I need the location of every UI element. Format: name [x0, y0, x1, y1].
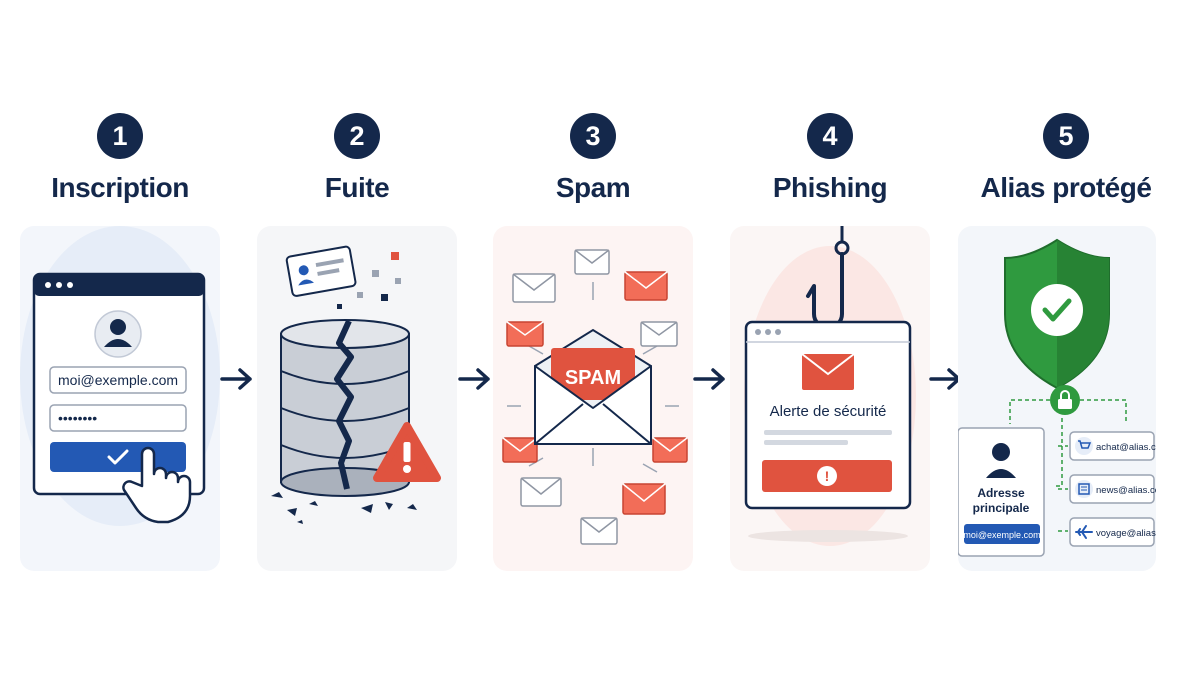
- step-number-badge: 1: [97, 113, 143, 159]
- step-inscription: 1 Inscription moi@exemple.com ••••••••: [20, 0, 220, 675]
- step-panel: SPAM: [493, 226, 693, 571]
- alias-item-voyage[interactable]: voyage@alias.com: [1069, 517, 1156, 547]
- alias-email: news@alias.com: [1096, 485, 1156, 496]
- alert-title: Alerte de sécurité: [770, 403, 887, 420]
- cart-icon: [1075, 437, 1093, 455]
- step-panel: moi@exemple.com ••••••••: [20, 226, 220, 571]
- step-title: Alias protégé: [980, 172, 1152, 203]
- step-fuite: 2 Fuite: [257, 0, 457, 675]
- user-avatar-icon: [94, 310, 142, 358]
- step-panel: Alerte de sécurité !: [730, 226, 930, 571]
- step-panel: [257, 226, 457, 571]
- step-alias-protege: 5 Alias protégé Adresse principale: [958, 0, 1166, 675]
- step-title: Inscription: [51, 172, 189, 203]
- spam-label: SPAM: [565, 367, 621, 389]
- alias-item-achat[interactable]: achat@alias.com: [1069, 431, 1156, 461]
- lock-icon: [1058, 390, 1072, 409]
- alias-email: achat@alias.com: [1096, 442, 1156, 453]
- arrow-right-icon: [458, 368, 490, 390]
- airplane-icon: [1075, 525, 1093, 539]
- signup-illustration: moi@exemple.com ••••••••: [20, 226, 220, 526]
- step-number-badge: 2: [334, 113, 380, 159]
- email-field[interactable]: [49, 366, 187, 394]
- step-number-badge: 4: [807, 113, 853, 159]
- warning-mark: !: [825, 468, 830, 484]
- email-icon: [801, 353, 855, 390]
- check-icon: [107, 449, 129, 465]
- submit-button[interactable]: [50, 442, 186, 472]
- id-card-icon: [285, 245, 357, 297]
- user-icon: [992, 443, 1010, 461]
- arrow-right-icon: [693, 368, 725, 390]
- password-field[interactable]: [49, 404, 187, 432]
- leak-illustration: [271, 245, 441, 524]
- pointer-hand-icon: [122, 446, 192, 524]
- step-title: Phishing: [772, 172, 888, 203]
- alias-email: voyage@alias.com: [1096, 528, 1156, 539]
- email-field-value: moi@exemple.com: [58, 372, 178, 388]
- email-icon: [502, 249, 688, 545]
- main-email: moi@exemple.com: [963, 530, 1040, 540]
- step-phishing: 4 Phishing Alerte de sécurité: [730, 0, 930, 675]
- step-number-badge: 5: [1043, 113, 1089, 159]
- step-title: Fuite: [324, 172, 390, 203]
- open-envelope-icon: SPAM: [534, 328, 652, 445]
- main-address-label-line2: principale: [973, 501, 1030, 515]
- step-spam: 3 Spam SPAM: [493, 0, 693, 675]
- alias-illustration: Adresse principale moi@exemple.com achat…: [958, 238, 1156, 557]
- password-field-value: ••••••••: [58, 410, 97, 426]
- spam-illustration: SPAM: [502, 249, 688, 545]
- newspaper-icon: [1075, 480, 1093, 498]
- step-panel: Adresse principale moi@exemple.com achat…: [958, 226, 1156, 571]
- arrow-right-icon: [220, 368, 252, 390]
- alias-item-news[interactable]: news@alias.com: [1069, 474, 1156, 504]
- shield-icon: [1004, 238, 1110, 390]
- phishing-illustration: Alerte de sécurité !: [744, 226, 916, 546]
- exclamation-icon: [817, 466, 837, 486]
- step-title: Spam: [555, 172, 631, 203]
- main-address-card: Adresse principale moi@exemple.com: [958, 427, 1045, 557]
- main-address-label-line1: Adresse: [977, 486, 1025, 500]
- step-number-badge: 3: [570, 113, 616, 159]
- warning-icon: [373, 422, 441, 482]
